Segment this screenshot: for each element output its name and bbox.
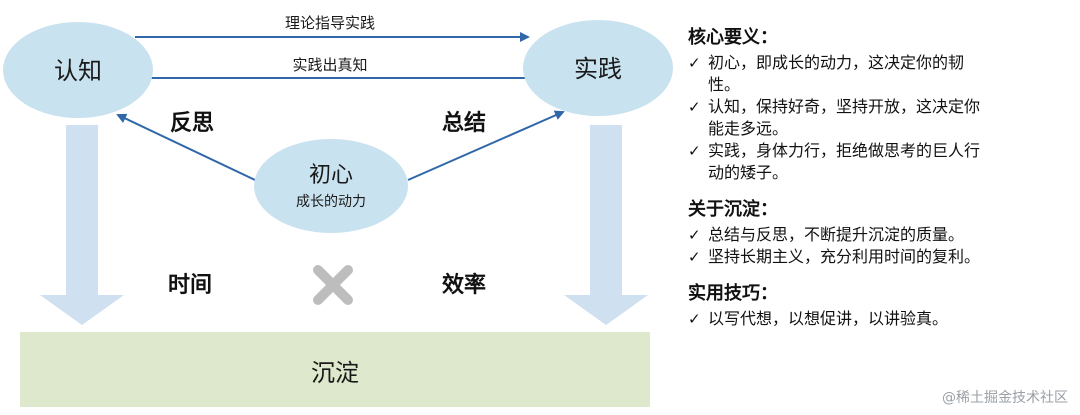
list-item-text: 实践，身体力行，拒绝做思考的巨人行动的矮子。 (708, 140, 1073, 184)
node-origin (254, 139, 408, 233)
node-origin-label: 初心 (309, 163, 353, 188)
node-cognition-label: 认知 (54, 57, 102, 85)
check-icon: ✓ (688, 310, 701, 328)
down-arrow-right (564, 125, 648, 325)
list-item-line: 性。 (708, 75, 741, 94)
section-title: 关于沉淀： (688, 199, 778, 220)
list-item-text: 总结与反思，不断提升沉淀的质量。 (708, 224, 1073, 246)
label-efficiency: 效率 (442, 272, 486, 298)
arrow-origin-to-practice (407, 110, 565, 181)
list-item-line: 以写代想，以想促讲，以讲验真。 (708, 309, 949, 328)
list-item: ✓ 坚持长期主义，充分利用时间的复利。 (688, 246, 1073, 268)
summary-panel: 核心要义： ✓ 初心，即成长的动力，这决定你的韧性。 ✓ 认知，保持好奇，坚持开放，这决… (688, 26, 1073, 344)
list-item: ✓ 初心，即成长的动力，这决定你的韧性。 (688, 52, 1073, 96)
panel-section: 关于沉淀： ✓ 总结与反思，不断提升沉淀的质量。 ✓ 坚持长期主义，充分利用时间的复利。 (688, 198, 1073, 268)
list-item: ✓ 实践，身体力行，拒绝做思考的巨人行动的矮子。 (688, 140, 1073, 184)
check-icon: ✓ (688, 248, 701, 266)
list-item: ✓ 认知，保持好奇，坚持开放，这决定你能走多远。 (688, 96, 1073, 140)
list-item-line: 能走多远。 (708, 119, 789, 138)
check-icon: ✓ (688, 54, 701, 72)
check-icon: ✓ (688, 226, 701, 244)
concept-diagram: 沉淀 理论指导实践 实践出真知 认知 实践 初心 成长的动力 反思 总结 时间 … (3, 14, 673, 407)
list-item-line: 总结与反思，不断提升沉淀的质量。 (708, 225, 965, 244)
multiply-icon (313, 265, 353, 305)
list-item: ✓ 以写代想，以想促讲，以讲验真。 (688, 308, 1073, 330)
list-item: ✓ 总结与反思，不断提升沉淀的质量。 (688, 224, 1073, 246)
settle-label: 沉淀 (311, 359, 359, 387)
watermark: @稀土掘金技术社区 (942, 390, 1068, 406)
label-time: 时间 (168, 273, 212, 298)
section-title: 核心要义： (688, 27, 778, 48)
list-item-text: 初心，即成长的动力，这决定你的韧性。 (708, 52, 1073, 96)
list-item-text: 以写代想，以想促讲，以讲验真。 (708, 308, 1073, 330)
section-items: ✓ 以写代想，以想促讲，以讲验真。 (688, 308, 1073, 330)
label-summary: 总结 (442, 110, 486, 136)
node-practice (523, 20, 673, 116)
section-title: 实用技巧： (688, 283, 778, 304)
label-theory-guides-practice: 理论指导实践 (285, 14, 375, 32)
node-origin-sublabel: 成长的动力 (296, 194, 366, 210)
list-item-line: 动的矮子。 (708, 163, 789, 182)
list-item-line: 初心，即成长的动力，这决定你的韧 (708, 53, 965, 72)
check-icon: ✓ (688, 98, 701, 116)
check-icon: ✓ (688, 142, 701, 160)
down-arrow-left (40, 125, 124, 325)
arrow-origin-to-cognition (116, 113, 256, 181)
section-items: ✓ 初心，即成长的动力，这决定你的韧性。 ✓ 认知，保持好奇，坚持开放，这决定你能走多… (688, 52, 1073, 184)
list-item-line: 认知，保持好奇，坚持开放，这决定你 (708, 97, 981, 116)
list-item-text: 认知，保持好奇，坚持开放，这决定你能走多远。 (708, 96, 1073, 140)
node-practice-label: 实践 (574, 55, 622, 83)
label-practice-yields-knowledge: 实践出真知 (292, 56, 367, 74)
section-items: ✓ 总结与反思，不断提升沉淀的质量。 ✓ 坚持长期主义，充分利用时间的复利。 (688, 224, 1073, 268)
node-cognition (3, 22, 153, 118)
settle-bar (20, 332, 650, 407)
list-item-line: 实践，身体力行，拒绝做思考的巨人行 (708, 141, 981, 160)
panel-section: 实用技巧： ✓ 以写代想，以想促讲，以讲验真。 (688, 282, 1073, 330)
label-reflection: 反思 (170, 111, 214, 136)
panel-section: 核心要义： ✓ 初心，即成长的动力，这决定你的韧性。 ✓ 认知，保持好奇，坚持开放，这决… (688, 26, 1073, 184)
list-item-text: 坚持长期主义，充分利用时间的复利。 (708, 246, 1073, 268)
list-item-line: 坚持长期主义，充分利用时间的复利。 (708, 247, 981, 266)
